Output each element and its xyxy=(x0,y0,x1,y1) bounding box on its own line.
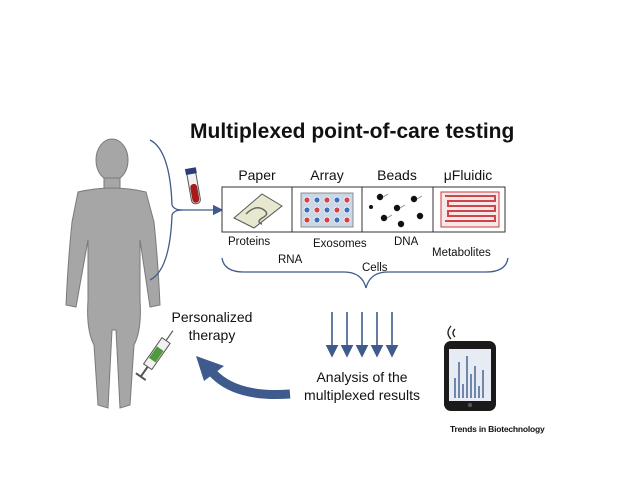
platform-label-paper: Paper xyxy=(238,167,276,183)
analysis-label-line2: multiplexed results xyxy=(304,387,420,404)
array-spot xyxy=(343,206,351,214)
beads-icon xyxy=(369,193,424,228)
platform-label-microfluidic: μFluidic xyxy=(443,167,493,183)
branch-upper xyxy=(149,139,183,211)
wireless-signal-icon xyxy=(447,325,456,340)
syringe-icon xyxy=(135,330,174,381)
therapy-label-line1: Personalized xyxy=(171,309,253,325)
analysis-label: Analysis of the multiplexed results xyxy=(292,368,432,404)
analyte-rna: RNA xyxy=(278,254,303,266)
analyte-exosomes: Exosomes xyxy=(313,238,367,250)
array-spot xyxy=(303,216,311,224)
array-spot xyxy=(323,196,331,204)
analyte-cells: Cells xyxy=(362,262,388,274)
diagram-title: Multiplexed point-of-care testing xyxy=(190,120,515,143)
array-spot xyxy=(313,216,321,224)
human-body-icon xyxy=(65,138,161,409)
array-spot xyxy=(323,206,331,214)
array-spot xyxy=(323,216,331,224)
branch-lower xyxy=(149,209,183,281)
journal-credit: Trends in Biotechnology xyxy=(450,424,545,434)
array-spot xyxy=(333,196,341,204)
feedback-arrow xyxy=(196,356,291,399)
microfluidic-chip-icon xyxy=(440,191,500,228)
analysis-label-line1: Analysis of the xyxy=(316,369,408,385)
array-spot xyxy=(313,206,321,214)
microarray-icon xyxy=(300,192,354,228)
array-spot xyxy=(343,196,351,204)
analyte-metabolites: Metabolites xyxy=(432,247,491,259)
array-spot xyxy=(303,196,311,204)
array-spot xyxy=(303,206,311,214)
therapy-label: Personalized therapy xyxy=(166,308,258,344)
array-spot xyxy=(333,216,341,224)
analyte-dna: DNA xyxy=(394,236,419,248)
platform-label-array: Array xyxy=(310,167,344,183)
analyte-brace xyxy=(221,257,509,289)
platform-label-beads: Beads xyxy=(377,167,417,183)
array-spot xyxy=(313,196,321,204)
paper-strip-icon xyxy=(233,193,283,229)
analysis-arrows xyxy=(325,312,399,358)
array-spot xyxy=(343,216,351,224)
smartphone-icon xyxy=(444,341,496,411)
array-spot xyxy=(333,206,341,214)
therapy-label-line2: therapy xyxy=(188,327,236,344)
analyte-proteins: Proteins xyxy=(228,236,271,248)
blood-tube-icon xyxy=(184,167,201,205)
